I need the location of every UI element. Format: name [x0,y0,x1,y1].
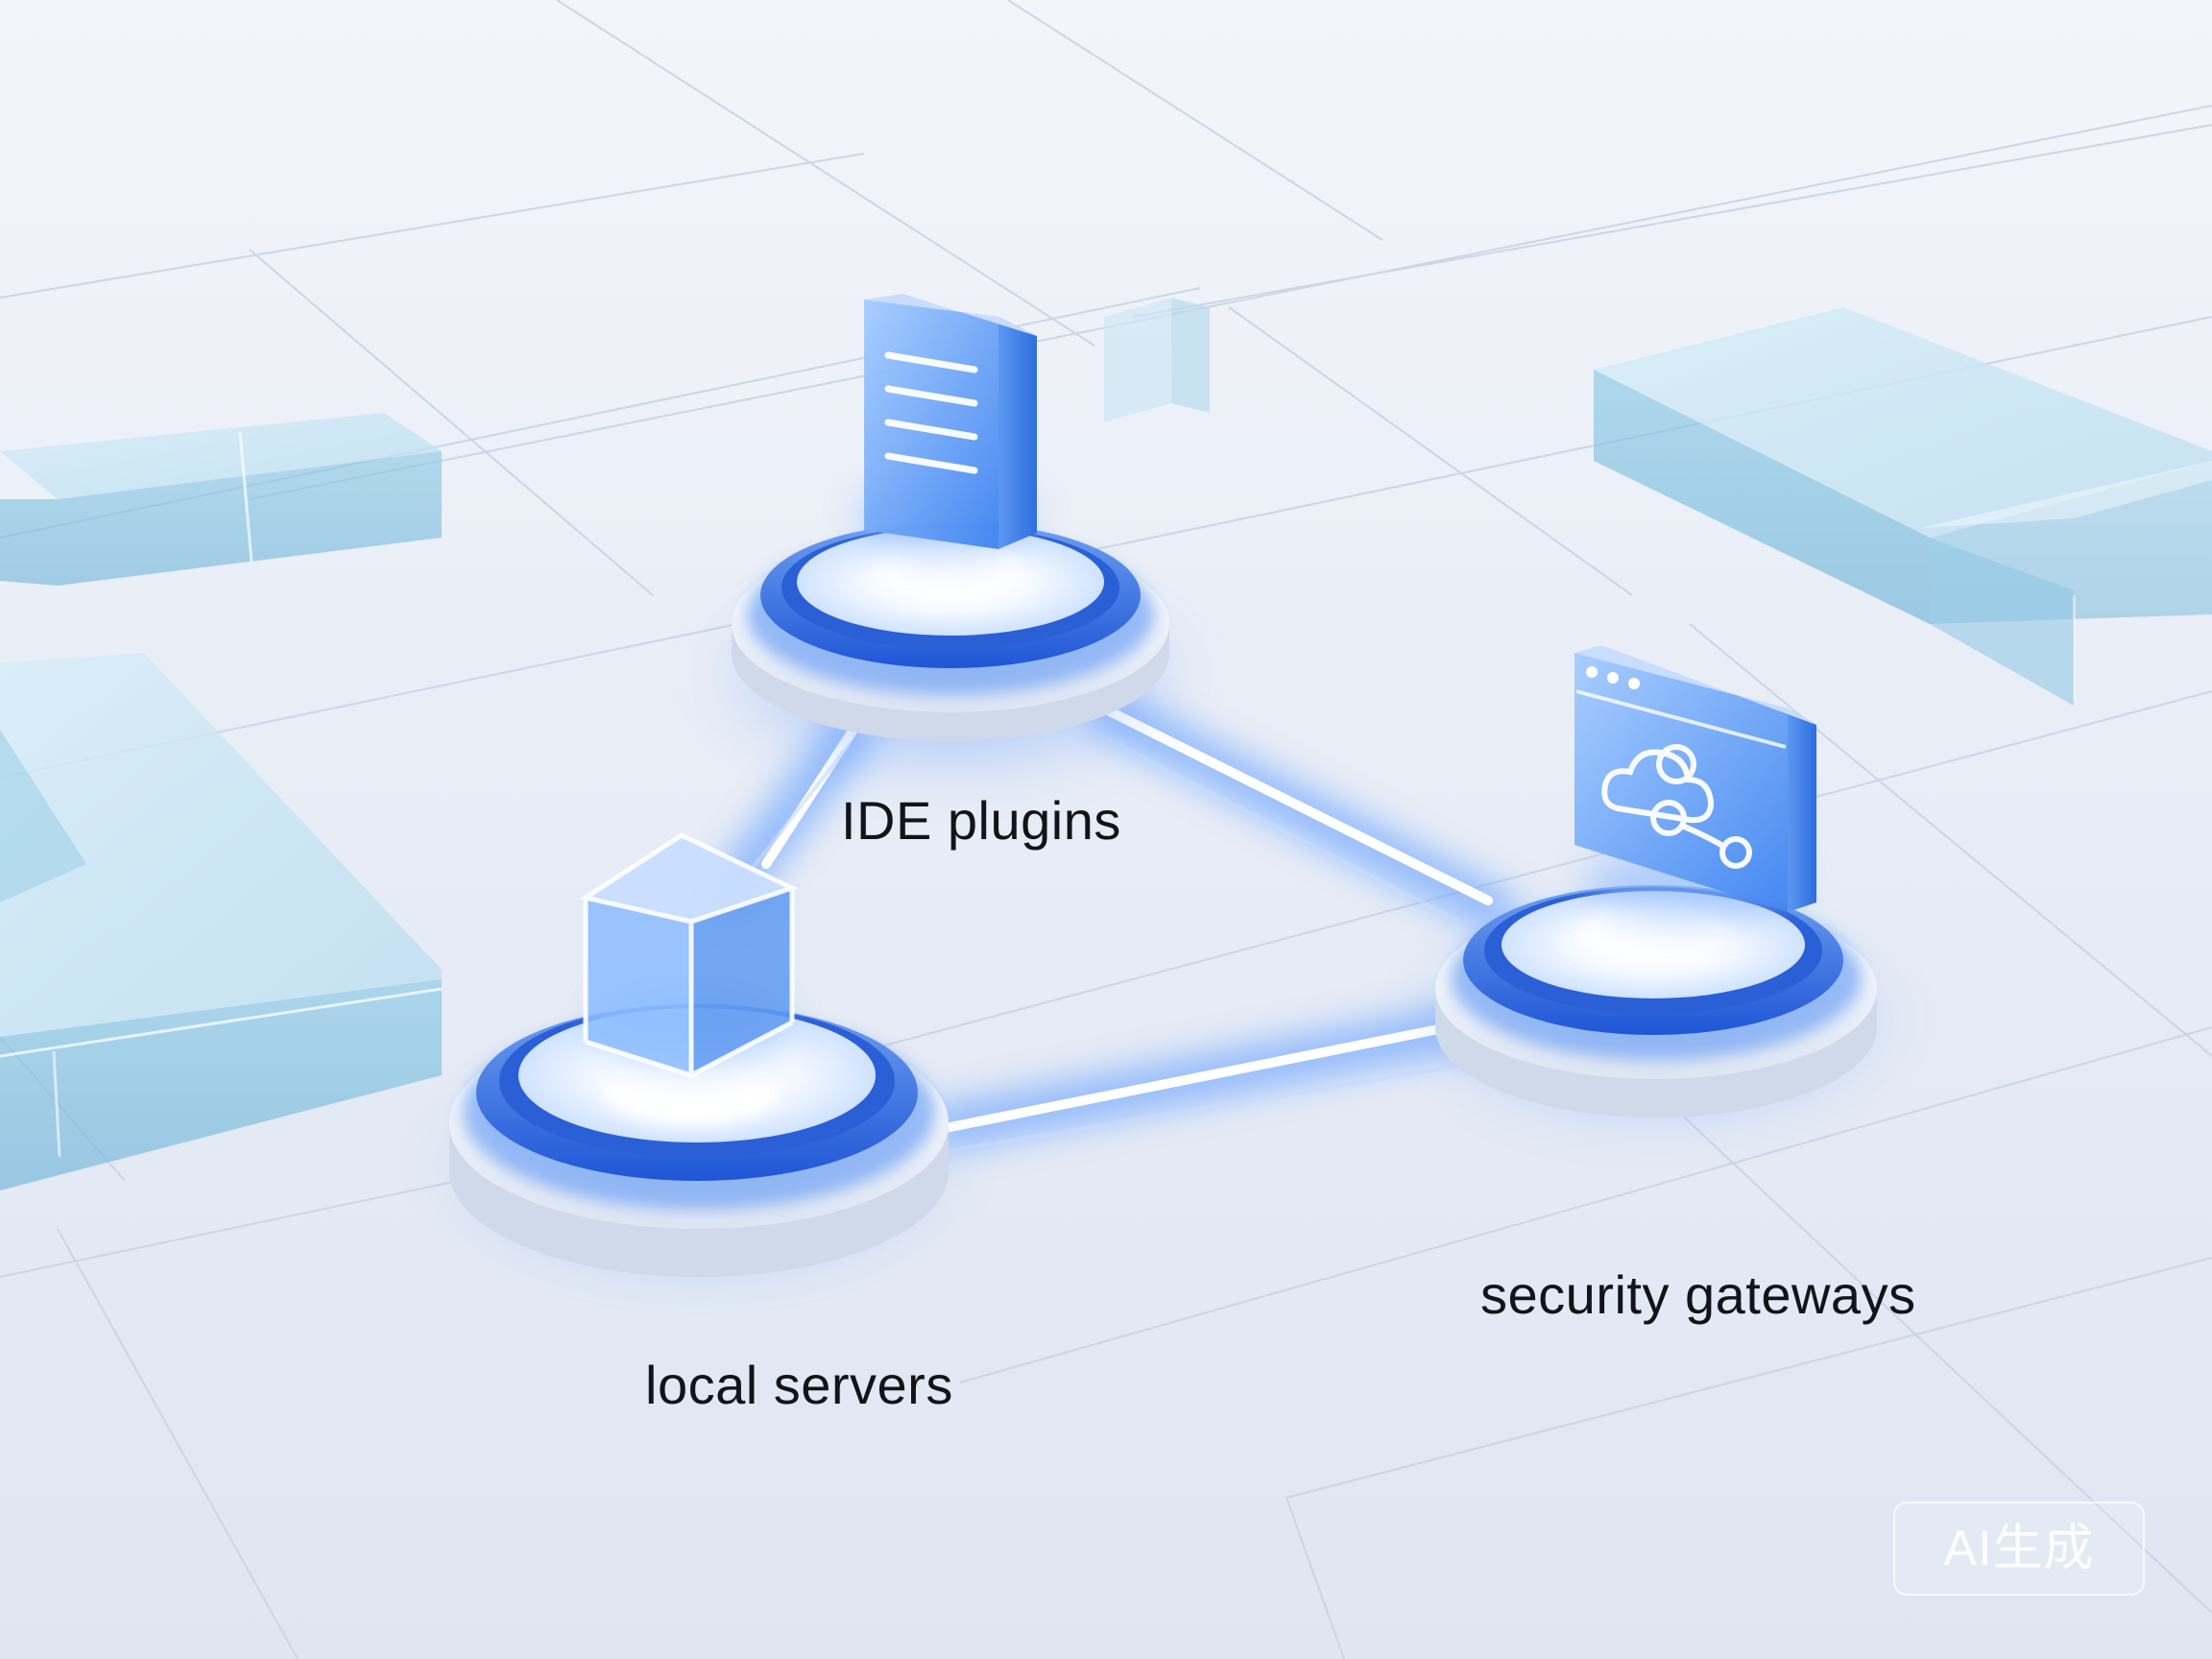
document-icon [859,294,1037,557]
cloud-window-icon [1575,645,1816,922]
cube-icon [579,832,799,1078]
glass-slab-right [1594,307,2212,706]
ide-plugins-node [691,294,1210,797]
security-gateways-node [1397,645,1915,1142]
glass-slab-left [0,653,443,1190]
glass-slab-top-left [0,413,442,586]
ai-generated-badge: AI生成 [1893,1502,2145,1596]
label-security-gateways: security gateways [1480,1264,1916,1325]
link-local-security [941,1015,1491,1133]
glass-post [1104,298,1210,422]
label-local-servers: local servers [645,1355,953,1415]
local-servers-node [421,832,977,1296]
label-ide-plugins: IDE plugins [841,790,1121,851]
